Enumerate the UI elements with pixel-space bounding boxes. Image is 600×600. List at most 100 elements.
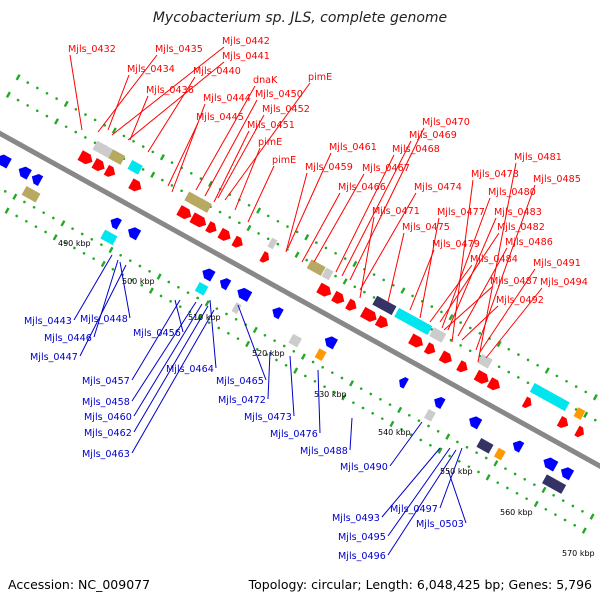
reverse-gene-label: Mjls_0448 [80, 314, 128, 325]
forward-leader-line [69, 54, 83, 131]
reverse-feature-block-shape [21, 185, 41, 203]
genome-summary-text: Topology: circular; Length: 6,048,425 bp… [248, 577, 592, 592]
reverse-gene-arrow-shape [324, 336, 338, 350]
forward-feature-block-shape [127, 160, 143, 175]
tick-dot [93, 118, 97, 122]
forward-leader-line [313, 173, 365, 263]
forward-gene-arrow [103, 164, 116, 177]
tick-dot [324, 246, 328, 250]
reverse-gene-arrow [399, 377, 409, 389]
forward-gene-arrow-shape [77, 150, 93, 165]
tick-dot [42, 211, 45, 214]
forward-feature-block [321, 267, 334, 281]
forward-leader-line [359, 216, 375, 299]
forward-gene-label: Mjls_0491 [533, 258, 581, 269]
tick-dot [36, 86, 39, 90]
tick-dot [247, 203, 251, 207]
forward-leader-line [475, 184, 536, 351]
tick-dot [388, 403, 392, 406]
forward-gene-label: Mjls_0469 [409, 130, 457, 141]
tick-dot [456, 440, 459, 444]
forward-gene-label: pimE [272, 155, 296, 166]
tick-dot [392, 283, 395, 287]
forward-gene-label: Mjls_0477 [437, 207, 485, 218]
tick-mark [583, 411, 589, 418]
tick-mark [496, 340, 502, 348]
tick-mark [63, 100, 69, 108]
forward-gene-label: Mjls_0468 [392, 144, 440, 155]
tick-dot [52, 216, 55, 220]
forward-feature-block-shape [306, 259, 326, 276]
reverse-gene-arrow-shape [272, 307, 284, 320]
tick-mark [485, 474, 491, 481]
forward-gene-arrow-shape [473, 369, 489, 384]
tick-dot [419, 438, 423, 442]
reverse-gene-arrow-shape [543, 457, 559, 472]
tick-mark [204, 300, 210, 307]
reverse-gene-label: Mjls_0493 [332, 513, 380, 524]
tick-dot [574, 385, 578, 388]
tick-mark [352, 260, 358, 268]
forward-gene-arrow-shape [128, 178, 142, 192]
tick-dot [571, 504, 575, 508]
forward-leader-line [217, 114, 265, 199]
forward-gene-arrow [423, 342, 436, 355]
tick-dot [207, 321, 211, 324]
tick-dot [430, 328, 434, 331]
forward-gene-label: Mjls_0442 [222, 36, 270, 47]
kbp-tick-label: 530 kbp [314, 390, 347, 399]
forward-feature-block [108, 149, 126, 165]
tick-dot [407, 413, 411, 417]
forward-gene-arrow-shape [205, 221, 217, 234]
tick-dot [525, 497, 528, 500]
tick-dot [80, 232, 84, 236]
forward-gene-arrow-shape [189, 212, 207, 228]
genome-backbone [0, 130, 600, 469]
tick-dot [513, 472, 517, 476]
forward-gene-label: Mjls_0471 [372, 206, 420, 217]
tick-dot [236, 337, 240, 340]
tick-dot [311, 360, 315, 364]
tick-dot [484, 456, 488, 460]
forward-gene-arrow-shape [486, 377, 500, 391]
forward-gene-arrow-shape [176, 205, 192, 220]
tick-dot [507, 370, 511, 374]
reverse-feature-block-shape [314, 348, 327, 361]
forward-gene-arrow [77, 150, 93, 165]
reverse-feature-block [100, 229, 118, 246]
tick-mark [448, 314, 454, 321]
reverse-feature-block-shape [423, 408, 436, 422]
forward-gene-arrow [128, 178, 142, 192]
reverse-gene-arrow [324, 336, 338, 350]
reverse-gene-arrow-shape [18, 166, 32, 180]
forward-gene-arrow [345, 298, 357, 311]
tick-dot [217, 326, 221, 330]
tick-dot [111, 268, 115, 271]
backbone-line [0, 130, 600, 469]
forward-leader-line [457, 247, 508, 337]
tick-dot [100, 243, 103, 246]
forward-gene-arrow-shape [521, 396, 532, 409]
tick-dot [148, 270, 151, 273]
forward-gene-label: Mjls_0487 [490, 276, 538, 287]
reverse-feature-block-shape [288, 333, 302, 348]
reverse-leader-line [317, 369, 321, 434]
tick-mark [208, 180, 214, 188]
forward-leader-line [97, 54, 158, 133]
forward-feature-block-shape [477, 353, 493, 369]
forward-gene-label: Mjls_0466 [338, 182, 386, 193]
tick-mark [544, 367, 550, 374]
reverse-feature-block-shape [100, 229, 118, 246]
tick-mark [349, 380, 355, 387]
forward-leader-line [129, 95, 149, 141]
tick-mark [389, 420, 395, 428]
forward-gene-label: Mjls_0450 [255, 89, 303, 100]
reverse-gene-arrow-shape [399, 377, 409, 389]
reverse-gene-arrow [434, 396, 446, 410]
tick-dot [275, 358, 278, 362]
tick-dot [23, 200, 26, 204]
tick-dot [273, 339, 276, 342]
forward-gene-arrow [259, 251, 270, 263]
tick-dot [151, 150, 155, 154]
forward-leader-line [477, 162, 517, 363]
